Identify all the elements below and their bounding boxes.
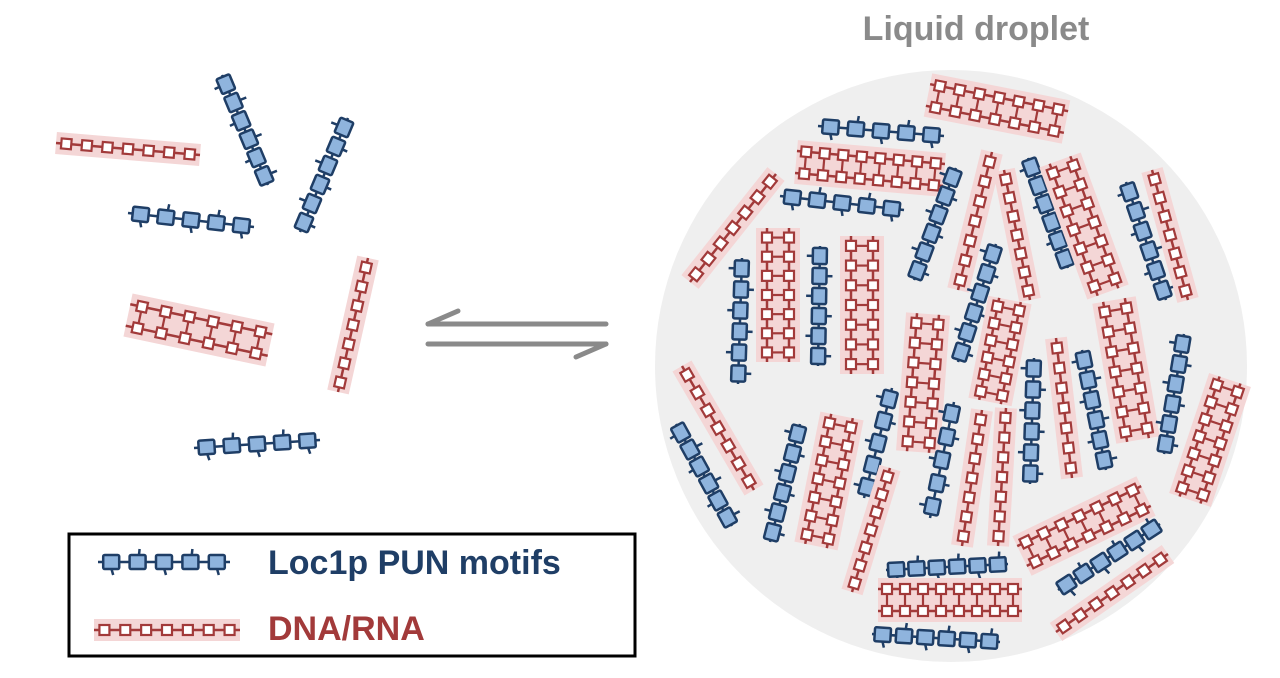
protein-chain-icon: [725, 257, 754, 385]
protein-chain-icon: [762, 423, 808, 543]
nucleic-acid-icon: [681, 167, 785, 289]
nucleic-acid-icon: [993, 167, 1041, 303]
nucleic-acid-icon: [968, 295, 1032, 407]
protein-chain-icon: [1071, 349, 1118, 471]
legend-box: Loc1p PUN motifs DNA/RNA: [67, 532, 637, 658]
protein-chain-icon: [817, 115, 945, 149]
nucleic-acid-icon: [1141, 167, 1199, 303]
droplet-molecules: [669, 73, 1251, 654]
nucleic-acid-icon: [123, 293, 275, 367]
protein-chain-icon: [98, 548, 230, 576]
protein-chain-icon: [853, 387, 899, 499]
nucleic-acid-icon: [923, 73, 1071, 144]
protein-chain-icon: [669, 421, 741, 529]
protein-chain-icon: [885, 551, 1009, 583]
nucleic-acid-icon: [840, 236, 884, 374]
equilibrium-arrows-icon: [425, 308, 609, 360]
legend-protein-label: Loc1p PUN motifs: [268, 544, 561, 582]
protein-chain-icon: [293, 116, 355, 234]
nucleic-acid-icon: [1039, 152, 1129, 300]
protein-chain-icon: [779, 187, 905, 222]
nucleic-acid-icon: [841, 464, 901, 596]
nucleic-acid-icon: [55, 132, 201, 166]
protein-chain-icon: [919, 401, 962, 519]
nucleic-acid-icon: [951, 408, 993, 548]
nucleic-acid-icon: [327, 255, 379, 395]
protein-chain-icon: [1117, 181, 1177, 301]
nucleic-acid-icon: [794, 411, 864, 551]
nucleic-acid-icon: [878, 578, 1022, 622]
protein-chain-icon: [871, 622, 1001, 654]
nucleic-acid-icon: [1092, 296, 1160, 444]
nucleic-acid-icon: [987, 407, 1017, 547]
nucleic-acid-icon: [896, 312, 950, 454]
nucleic-acid-icon: [672, 360, 764, 496]
protein-chain-icon: [214, 73, 278, 187]
protein-chain-icon: [1017, 357, 1046, 485]
protein-chain-icon: [1155, 333, 1192, 455]
protein-chain-icon: [1055, 517, 1163, 597]
nucleic-acid-icon: [756, 228, 800, 362]
droplet-title: Liquid droplet: [863, 10, 1090, 48]
free-molecules: [55, 73, 379, 461]
legend-nucleic-label: DNA/RNA: [268, 610, 425, 648]
nucleic-acid-icon: [1045, 336, 1083, 480]
protein-chain-icon: [907, 166, 963, 282]
nucleic-acid-icon: [1012, 476, 1156, 576]
protein-chain-icon: [805, 245, 833, 367]
nucleic-acid-icon: [947, 149, 1003, 293]
protein-chain-icon: [127, 204, 255, 239]
nucleic-acid-icon: [1049, 544, 1175, 642]
protein-chain-icon: [193, 429, 321, 461]
protein-chain-icon: [951, 243, 1003, 363]
nucleic-acid-icon: [94, 619, 240, 641]
nucleic-acid-icon: [794, 140, 946, 197]
legend-nucleic-icon: [94, 619, 240, 641]
legend-protein-icon: [98, 548, 230, 576]
nucleic-acid-icon: [1169, 373, 1251, 507]
